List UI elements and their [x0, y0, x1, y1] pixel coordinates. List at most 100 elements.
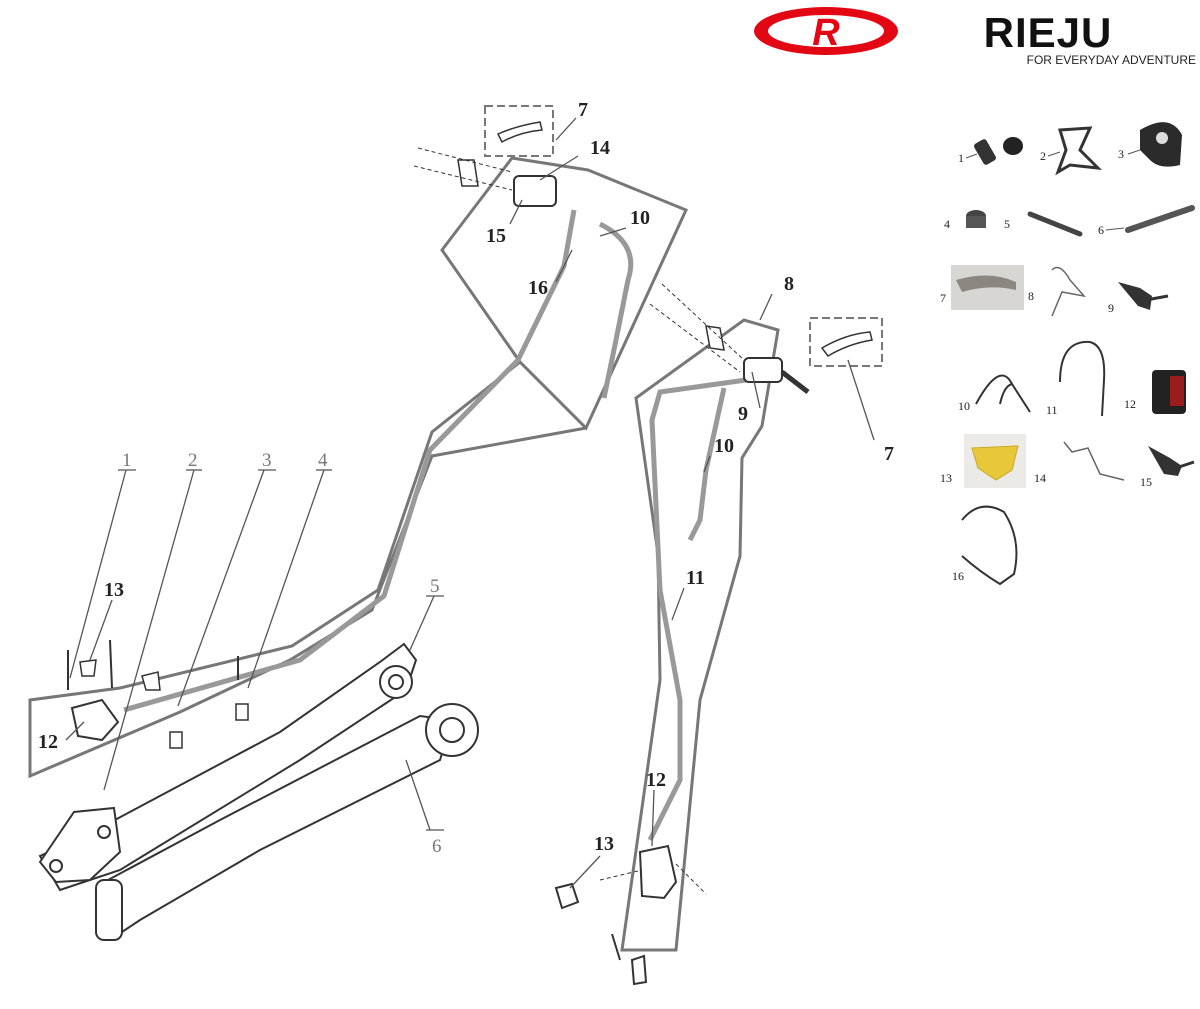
legend-item-1[interactable]: 1 [958, 137, 1023, 166]
legend-item-14[interactable]: 14 [1034, 441, 1125, 485]
rod-icon [1125, 205, 1195, 233]
rear-brake-outline [620, 318, 780, 952]
legend-item-11[interactable]: 11 [1046, 340, 1106, 417]
logo-oval-inner [768, 15, 884, 47]
legend-item-7[interactable]: 7 [940, 265, 1024, 310]
front-brake-outline [28, 156, 689, 779]
right-master-cylinder[interactable] [649, 283, 810, 394]
callout-2: 2 [188, 450, 198, 471]
legend-label-16: 16 [952, 569, 964, 583]
bracket-icon [1055, 126, 1103, 176]
rear-caliper-mount [38, 806, 122, 884]
master-cylinder-body [513, 175, 557, 207]
legend-item-6[interactable]: 6 [1098, 205, 1195, 237]
callout-5: 5 [430, 576, 440, 597]
callout-8: 8 [784, 273, 794, 295]
lever-box [809, 317, 883, 367]
callout-4: 4 [318, 450, 328, 471]
legend-leader [1127, 149, 1141, 155]
logo-letter: R [812, 12, 840, 54]
pin-icon [1027, 211, 1083, 237]
rear-wheel-arm [94, 703, 479, 942]
callout-12-left: 12 [38, 731, 58, 753]
swingarm-body [38, 642, 418, 892]
pad-13-left [79, 659, 97, 677]
upper-master-cylinder[interactable] [413, 147, 557, 207]
clamp-half [705, 325, 725, 351]
lever-arm-icon [1145, 294, 1169, 302]
lever-detail-right[interactable] [809, 317, 883, 367]
callout-14: 14 [590, 137, 610, 159]
caliper-bolt [599, 869, 643, 881]
rear-caliper[interactable] [70, 698, 120, 742]
callout-underlines [118, 469, 444, 831]
bolt-2 [109, 639, 113, 689]
clamp-half [457, 159, 479, 187]
pad-13-right [554, 882, 580, 910]
callout-6: 6 [432, 836, 442, 857]
legend-item-13[interactable]: 13 [940, 434, 1026, 488]
legend-label-1: 1 [958, 151, 964, 165]
brake-pad-icon [971, 445, 1019, 481]
callout-9: 9 [738, 403, 748, 425]
legend-item-10[interactable]: 10 [958, 374, 1031, 413]
clip-3 [141, 671, 161, 691]
legend-item-15[interactable]: 15 [1140, 446, 1195, 489]
clip-3b [169, 731, 183, 749]
legend-leader [1047, 151, 1061, 157]
front-caliper[interactable] [554, 844, 707, 986]
bolt-line [661, 283, 745, 361]
rieju-logo: R RIEJU FOR EVERYDAY ADVENTURE [754, 7, 1196, 67]
callout-11: 11 [686, 567, 705, 589]
master-cylinder-2-icon [1148, 446, 1182, 476]
legend-item-3[interactable]: 3 [1118, 122, 1182, 167]
small-parts-left [67, 639, 249, 749]
callout-10-top: 10 [630, 207, 650, 229]
legend-label-15: 15 [1140, 475, 1152, 489]
hose-10-top [598, 221, 634, 399]
legend-item-8[interactable]: 8 [1028, 266, 1086, 317]
master-cylinder-icon [1118, 282, 1152, 310]
clip-4 [235, 703, 249, 721]
cap-body-icon [966, 216, 986, 228]
legend-label-6: 6 [1098, 223, 1104, 237]
pad-bottom [630, 954, 648, 986]
bolt-line [417, 147, 513, 173]
legend-label-7: 7 [940, 291, 946, 305]
legend-label-2: 2 [1040, 149, 1046, 163]
legend-item-12[interactable]: 12 [1124, 370, 1186, 414]
legend-label-8: 8 [1028, 289, 1034, 303]
legend-label-3: 3 [1118, 147, 1124, 161]
lever-detail-top[interactable] [484, 105, 554, 157]
callout-7-right: 7 [884, 443, 894, 465]
brand-name: RIEJU [984, 9, 1113, 56]
hose-icon [1051, 266, 1086, 317]
legend-item-9[interactable]: 9 [1108, 282, 1169, 315]
legend-label-5: 5 [1004, 217, 1010, 231]
caliper-red-icon [1170, 376, 1184, 406]
parts-legend: 1 2 3 4 5 6 [940, 122, 1195, 586]
callout-13-right: 13 [594, 833, 614, 855]
legend-item-4[interactable]: 4 [944, 210, 986, 231]
legend-item-5[interactable]: 5 [1004, 211, 1083, 237]
cable-icon [975, 374, 1031, 413]
legend-label-14: 14 [1034, 471, 1046, 485]
hose-10-right [687, 387, 727, 542]
bolt-line [413, 165, 513, 191]
legend-label-11: 11 [1046, 403, 1058, 417]
lever-icon [956, 275, 1016, 292]
brand-tagline: FOR EVERYDAY ADVENTURE [1027, 53, 1196, 67]
legend-leader [965, 153, 978, 159]
hose-loop-icon [1059, 340, 1106, 417]
master-cylinder-body [743, 357, 783, 383]
legend-item-2[interactable]: 2 [1040, 126, 1103, 176]
lever-box [484, 105, 554, 157]
hose-loop-2-icon [961, 505, 1018, 586]
legend-item-16[interactable]: 16 [952, 505, 1018, 586]
bolt-head-icon [1003, 137, 1023, 155]
handle-stub [780, 370, 810, 394]
lever-arm-2-icon [1175, 460, 1195, 470]
rear-swingarm [38, 642, 418, 892]
hose-11 [647, 377, 747, 842]
